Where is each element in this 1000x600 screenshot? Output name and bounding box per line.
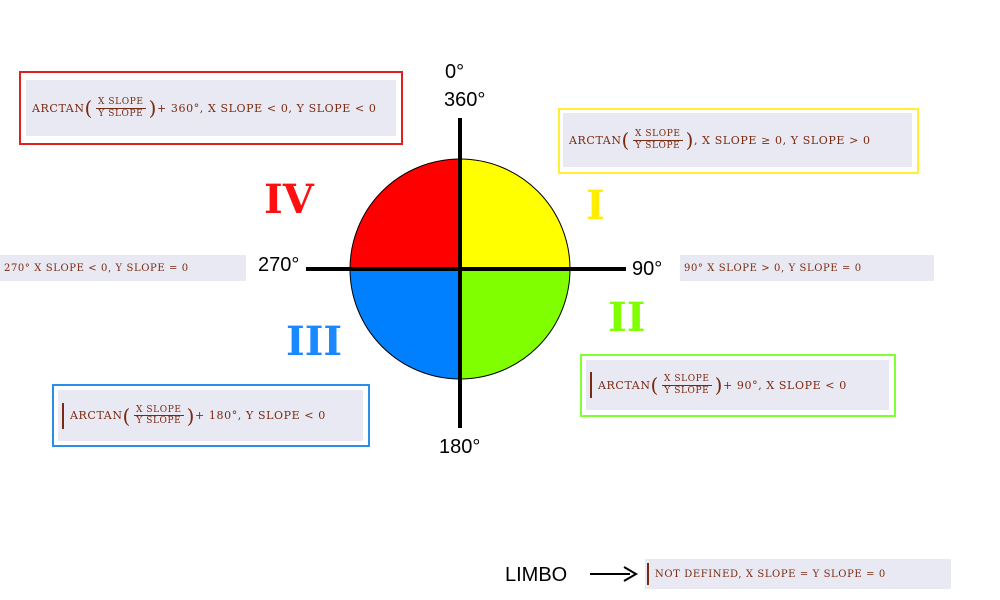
close-paren: ) bbox=[685, 128, 694, 152]
axis-label-270: 270° bbox=[258, 254, 300, 276]
axis-label-180: 180° bbox=[439, 436, 481, 458]
quadrant-III-formula-box bbox=[52, 384, 370, 447]
close-paren: ) bbox=[148, 96, 157, 120]
limbo-note: NOT DEFINED, X SLOPE = Y SLOPE = 0 bbox=[645, 559, 951, 589]
left-axis-note: 270° X SLOPE < 0, Y SLOPE = 0 bbox=[0, 255, 246, 281]
formula-prefix: ARCTAN bbox=[569, 133, 622, 147]
close-paren: ) bbox=[186, 403, 195, 428]
formula-suffix: + 180°, Y SLOPE < 0 bbox=[194, 409, 326, 422]
quadrant-II-wedge bbox=[460, 269, 570, 379]
open-paren: ( bbox=[621, 128, 630, 152]
quadrant-I-numeral: I bbox=[586, 182, 605, 229]
denominator: Y SLOPE bbox=[136, 416, 182, 426]
open-paren: ( bbox=[84, 96, 93, 120]
close-paren: ) bbox=[714, 373, 723, 397]
limbo-label: LIMBO bbox=[505, 564, 568, 586]
denominator: Y SLOPE bbox=[98, 108, 144, 119]
denominator: Y SLOPE bbox=[664, 385, 710, 396]
numerator: X SLOPE bbox=[661, 374, 712, 386]
margin-stroke bbox=[647, 563, 649, 585]
formula-prefix: ARCTAN bbox=[70, 409, 123, 422]
numerator: X SLOPE bbox=[95, 97, 146, 109]
formula-suffix: , X SLOPE ≥ 0, Y SLOPE > 0 bbox=[693, 133, 871, 147]
margin-stroke bbox=[62, 402, 64, 429]
quadrant-IV-formula-box bbox=[19, 71, 403, 145]
right-axis-note: 90° X SLOPE > 0, Y SLOPE = 0 bbox=[680, 255, 934, 281]
quadrant-II-numeral: II bbox=[608, 294, 646, 341]
quadrant-III-wedge bbox=[350, 269, 460, 379]
axis-label-0: 0° bbox=[445, 61, 465, 83]
numerator: X SLOPE bbox=[632, 129, 683, 141]
formula-prefix: ARCTAN bbox=[598, 378, 651, 392]
quadrant-II-formula-box bbox=[580, 354, 896, 417]
axis-label-360: 360° bbox=[444, 89, 486, 111]
quadrant-IV-wedge bbox=[350, 159, 460, 269]
quadrant-III-numeral: III bbox=[286, 318, 343, 365]
limbo-arrow-head bbox=[623, 566, 638, 582]
formula-suffix: + 90°, X SLOPE < 0 bbox=[722, 378, 847, 392]
quadrant-I-formula-box bbox=[558, 108, 919, 174]
quadrant-I-wedge bbox=[460, 159, 570, 269]
quadrant-IV-numeral: IV bbox=[264, 176, 314, 223]
open-paren: ( bbox=[650, 373, 659, 397]
limbo-note-text: NOT DEFINED, X SLOPE = Y SLOPE = 0 bbox=[655, 568, 886, 580]
denominator: Y SLOPE bbox=[635, 140, 681, 151]
formula-suffix: + 360°, X SLOPE < 0, Y SLOPE < 0 bbox=[156, 101, 377, 115]
formula-prefix: ARCTAN bbox=[32, 101, 85, 115]
numerator: X SLOPE bbox=[133, 404, 184, 416]
axis-label-90: 90° bbox=[632, 258, 663, 280]
open-paren: ( bbox=[122, 403, 131, 428]
margin-stroke bbox=[590, 372, 592, 398]
